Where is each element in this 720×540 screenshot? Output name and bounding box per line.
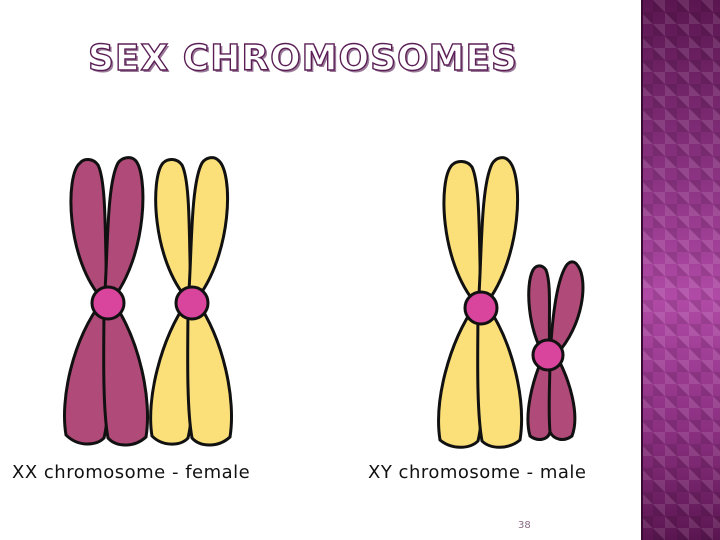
chromosome-illustration (63, 156, 585, 449)
centromere (531, 338, 565, 372)
chromatid (476, 156, 523, 449)
centromere (90, 285, 126, 321)
male-y-chromosome (526, 260, 585, 441)
female-caption: XX chromosome - female (12, 462, 251, 483)
centromere (463, 290, 499, 326)
male-caption: XY chromosome - male (368, 462, 587, 483)
male-x-chromosome (437, 156, 523, 449)
centromere (174, 285, 210, 321)
panel-edge (641, 0, 643, 540)
female-x-chromosome-dark (63, 156, 149, 447)
page-number: 38 (518, 520, 531, 531)
female-x-chromosome-light (149, 156, 233, 447)
slide-title: SEX CHROMOSOMES (87, 37, 518, 79)
decorative-side-panel (641, 0, 720, 540)
diamond-pattern (641, 0, 720, 540)
chromatid (63, 158, 111, 446)
